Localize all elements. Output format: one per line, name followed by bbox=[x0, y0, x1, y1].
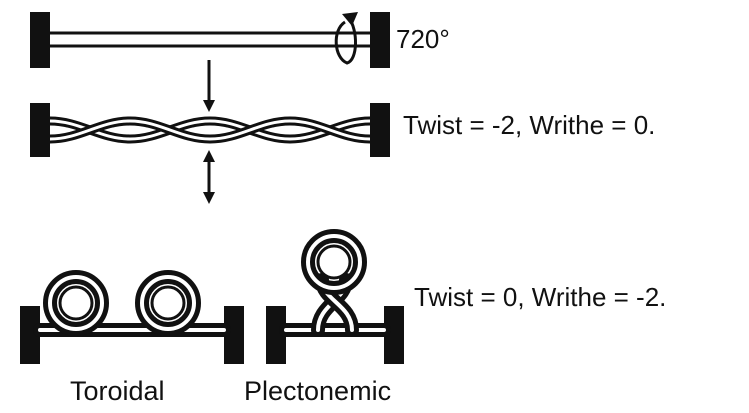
left-clamp bbox=[30, 12, 50, 68]
right-clamp bbox=[224, 306, 244, 364]
right-clamp bbox=[384, 306, 404, 364]
right-clamp bbox=[370, 103, 390, 157]
supercoiled-state-label: Twist = 0, Writhe = -2. bbox=[414, 282, 667, 312]
left-clamp bbox=[266, 306, 286, 364]
twisted-state-label: Twist = -2, Writhe = 0. bbox=[403, 110, 656, 140]
rotation-label: 720° bbox=[396, 24, 450, 54]
twisted-duplex bbox=[30, 103, 390, 157]
rotation-arrow-icon bbox=[334, 12, 358, 65]
left-clamp bbox=[20, 306, 40, 364]
right-clamp bbox=[370, 12, 390, 68]
plectonemic-supercoil bbox=[266, 229, 404, 364]
toroidal-caption: Toroidal bbox=[70, 376, 165, 406]
plectonemic-caption: Plectonemic bbox=[244, 376, 392, 406]
left-clamp bbox=[30, 103, 50, 157]
toroidal-supercoil bbox=[20, 270, 244, 364]
relaxed-duplex bbox=[30, 12, 390, 68]
